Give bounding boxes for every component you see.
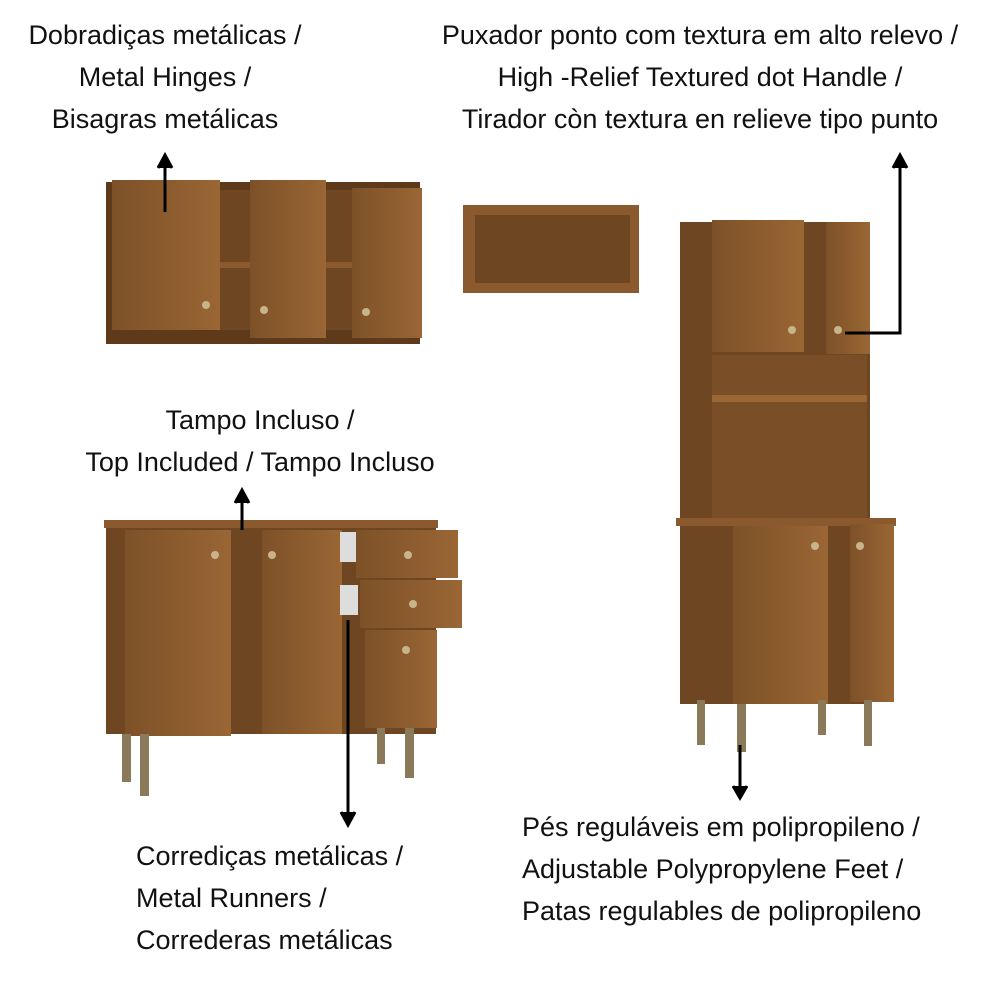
- runners-label-es: Correderas metálicas: [136, 925, 393, 955]
- handle-label-en: High -Relief Textured dot Handle /: [497, 62, 903, 92]
- feet-label-es: Patas regulables de polipropileno: [522, 896, 922, 926]
- hinges-label-es: Bisagras metálicas: [51, 104, 279, 134]
- runners-label: Corrediças metálicas / Metal Runners / C…: [136, 835, 403, 961]
- open-shelf: [463, 205, 639, 293]
- annotation-arrows: [156, 151, 909, 829]
- runners-label-en: Metal Runners /: [136, 883, 327, 913]
- hinges-label: Dobradiças metálicas / Metal Hinges / Bi…: [0, 14, 330, 140]
- arrow-handle: [845, 160, 902, 335]
- top-label-en-es: Top Included / Tampo Incluso: [85, 447, 435, 477]
- hinges-label-en: Metal Hinges /: [78, 62, 252, 92]
- handle-label-pt: Puxador ponto com textura em alto relevo…: [441, 20, 959, 50]
- feet-label: Pés reguláveis em polipropileno / Adjust…: [522, 806, 921, 932]
- top-label: Tampo Incluso / Top Included / Tampo Inc…: [40, 399, 480, 483]
- feet-label-pt: Pés reguláveis em polipropileno /: [522, 812, 920, 842]
- base-cabinet: [104, 520, 462, 796]
- hinges-label-pt: Dobradiças metálicas /: [28, 20, 302, 50]
- feet-label-en: Adjustable Polypropylene Feet /: [522, 854, 904, 884]
- top-label-pt: Tampo Incluso /: [165, 405, 355, 435]
- handle-label-es: Tirador còn textura en relieve tipo punt…: [461, 104, 939, 134]
- tall-cabinet: [676, 220, 896, 752]
- runners-label-pt: Corrediças metálicas /: [136, 841, 404, 871]
- handle-label: Puxador ponto com textura em alto relevo…: [400, 14, 1000, 140]
- wall-cabinet: [106, 180, 422, 344]
